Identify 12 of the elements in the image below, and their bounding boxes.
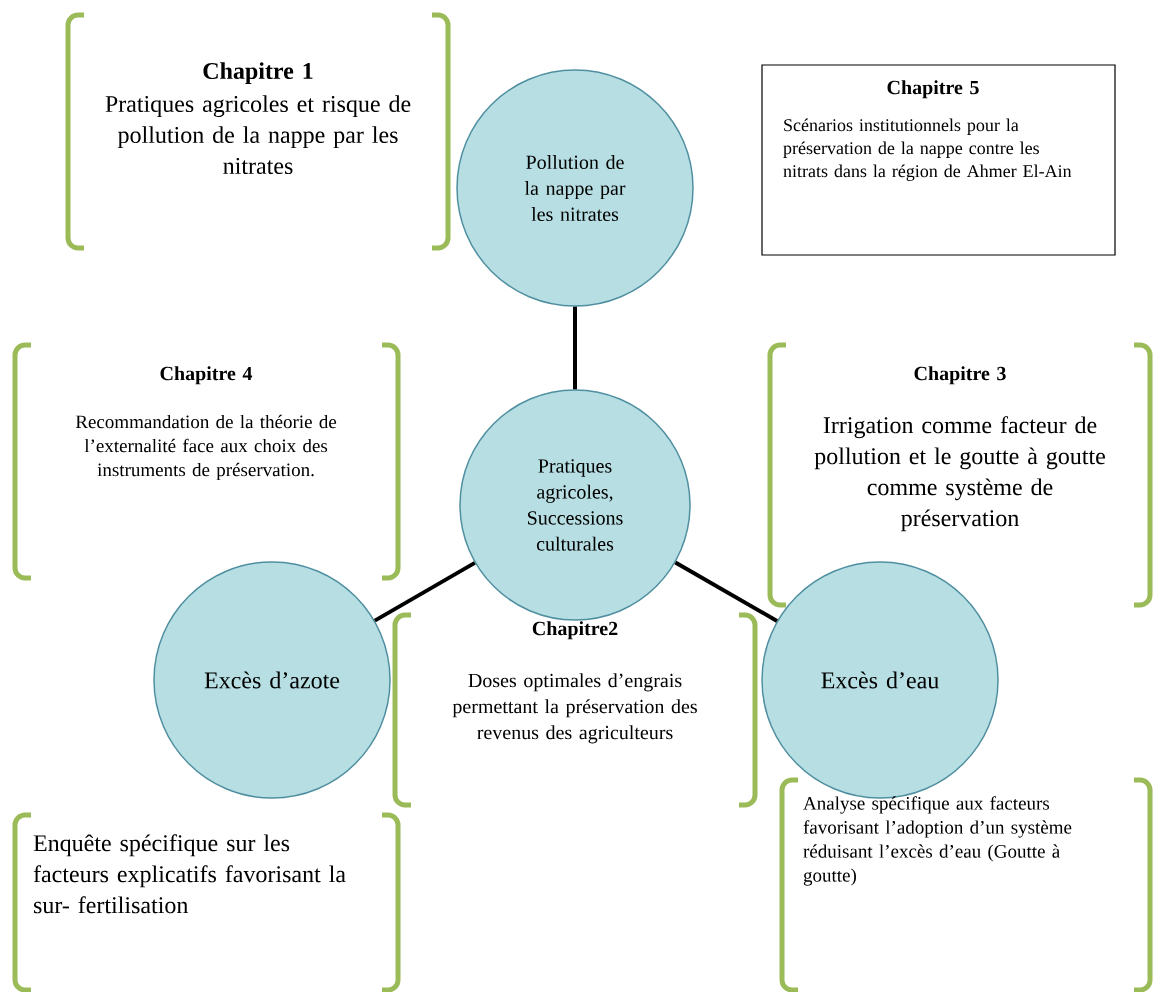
circle-node: Pratiques agricoles, Successions culturales <box>459 389 691 621</box>
bracket-box: Chapitre 1 Pratiques agricoles et risque de pollution de la nappe par les nitrates <box>65 12 451 251</box>
connector-line <box>373 561 476 623</box>
bracket-box: Chapitre 4 Recommandation de la théorie de l’externalité face aux choix des instruments de préservation. <box>12 342 401 581</box>
bracket-box: Chapitre 3 Irrigation comme facteur de pollution et le goutte à goutte comme système de préservation <box>767 342 1153 608</box>
circle-node: Pollution de la nappe par les nitrates <box>456 69 694 307</box>
bracket-box: Enquête spécifique sur les facteurs explicatifs favorisant la sur- fertilisation <box>12 812 401 992</box>
bracket-box: Analyse spécifique aux facteurs favorisant l’adoption d’un système réduisant l’excès d’eau (Goutte à goutte) <box>779 777 1153 992</box>
bracket-box: Chapitre2 Doses optimales d’engrais permettant la préservation des revenus des agriculteurs <box>392 612 758 808</box>
circle-node: Excès d’azote <box>153 561 391 799</box>
connector-line <box>573 306 577 390</box>
chapter-box: Chapitre 5 Scénarios institutionnels pour la préservation de la nappe contre les nitrats dans la région de Ahmer El-Ain <box>761 64 1116 256</box>
